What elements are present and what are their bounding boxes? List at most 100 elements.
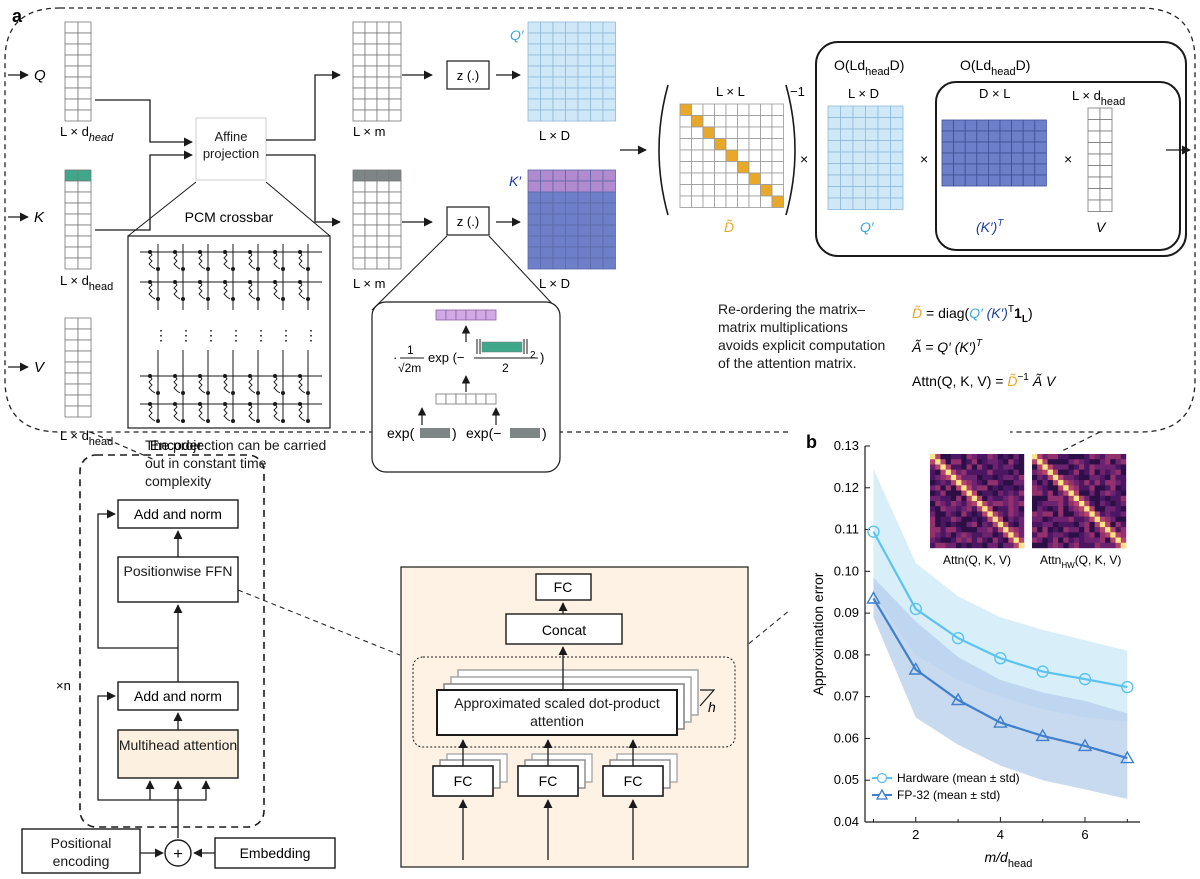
heatmap-cell (971, 490, 978, 496)
legend-marker (875, 788, 889, 800)
grid-cell (890, 128, 904, 141)
grid-cell (602, 257, 616, 270)
grid-cell (527, 32, 541, 45)
grid-cell (485, 393, 497, 405)
pcm-device (248, 375, 256, 394)
grid-cell (565, 65, 579, 78)
heatmap-cell (1110, 454, 1116, 460)
grid-cell (376, 54, 390, 67)
heatmap-cell (1018, 469, 1025, 476)
grid-cell (527, 109, 541, 122)
crossbar-node (248, 374, 252, 378)
grid-cell (964, 119, 978, 132)
grid-cell (376, 191, 390, 204)
heatmap-cell (971, 454, 978, 460)
grid-cell (890, 186, 904, 199)
grid-cell (577, 98, 591, 111)
grid-cell (988, 130, 1001, 143)
heatmap-cell (1094, 454, 1101, 460)
heatmap-cell (1042, 495, 1048, 502)
grid-cell (527, 54, 541, 67)
grid-cell (890, 105, 904, 118)
heatmap-cell (945, 516, 952, 523)
heatmap-cell (1115, 532, 1121, 538)
pcm-device (148, 281, 156, 300)
grid-cell (691, 184, 704, 197)
q-matrix-grid (64, 21, 92, 122)
heatmap-cell (1094, 542, 1101, 549)
heatmap-cell (1042, 537, 1048, 543)
grid-cell (964, 130, 978, 143)
heatmap-cell (1084, 495, 1090, 502)
heatmap-cell (940, 474, 946, 481)
heatmap-cell (1068, 485, 1074, 491)
heatmap-cell (1089, 542, 1095, 549)
grid-cell (364, 98, 378, 111)
grid-cell (376, 32, 390, 45)
heatmap-cell (966, 542, 972, 549)
grid-cell (771, 149, 784, 162)
grid-cell (602, 54, 616, 67)
heatmap-cell (1013, 464, 1019, 470)
heatmap-cell (950, 511, 957, 517)
heatmap-cell (1018, 474, 1025, 481)
qprime-dim-label: L × D (539, 128, 570, 143)
heatmap-cell (935, 464, 941, 470)
heatmap-cell (1073, 516, 1080, 523)
grid-cell (1099, 165, 1113, 178)
heatmap-cell (1052, 469, 1059, 476)
heatmap-cell (1063, 527, 1069, 533)
grid-cell (602, 21, 616, 34)
grid-cell (77, 257, 92, 270)
heatmap-cell (992, 506, 999, 512)
heatmap-cell (1073, 532, 1080, 538)
heatmap-cell (930, 532, 936, 538)
heatmap-cell (930, 480, 936, 486)
data-point-triangle (950, 692, 966, 706)
data-point-triangle (866, 591, 881, 604)
grid-cell (840, 151, 854, 164)
v-dim-label: L × dhead (60, 428, 113, 448)
heatmap-cell (1003, 485, 1009, 491)
heatmap-cell (966, 495, 972, 502)
grid-cell (760, 115, 773, 128)
heatmap-cell (971, 474, 978, 481)
heatmap-cell (1073, 474, 1080, 481)
grid-cell (540, 224, 554, 237)
grid-cell (702, 149, 715, 162)
heatmap-cell (1084, 485, 1090, 491)
grid-cell (714, 161, 727, 174)
dtilde-dim-label: L × L (716, 84, 745, 99)
heatmap-cell (1063, 506, 1069, 512)
grid-cell (964, 152, 978, 165)
crossbar-zoom-line-right (265, 181, 331, 237)
heatmap-cell (1063, 490, 1069, 496)
grid-cell (852, 163, 866, 176)
grid-cell (602, 98, 616, 111)
heatmap-cell (1042, 485, 1048, 491)
heatmap-cell (1079, 511, 1085, 517)
heatmap-cell (1110, 485, 1116, 491)
grid-cell (852, 140, 866, 153)
grid-cell (388, 257, 402, 270)
heatmap-cell (935, 527, 941, 533)
heatmap-cell (1099, 480, 1106, 486)
heatmap-cell (1018, 521, 1025, 528)
grid-cell (679, 138, 692, 151)
heatmap-cell (940, 454, 946, 460)
heatmap-cell (971, 511, 978, 517)
heatmap-cell (1052, 464, 1059, 470)
k-matrix-grid (64, 169, 92, 270)
heatmap-cell (987, 469, 993, 476)
heatmap-cell (950, 501, 957, 507)
grid-cell (691, 138, 704, 151)
grid-cell (771, 184, 784, 197)
grid-cell (590, 213, 604, 226)
heatmap-cell (1079, 464, 1085, 470)
grid-cell (527, 76, 541, 89)
heatmap-cell (982, 501, 988, 507)
heatmap-cell (1073, 542, 1080, 549)
heatmap-cell (997, 532, 1004, 538)
heatmap-cell (1042, 542, 1048, 549)
